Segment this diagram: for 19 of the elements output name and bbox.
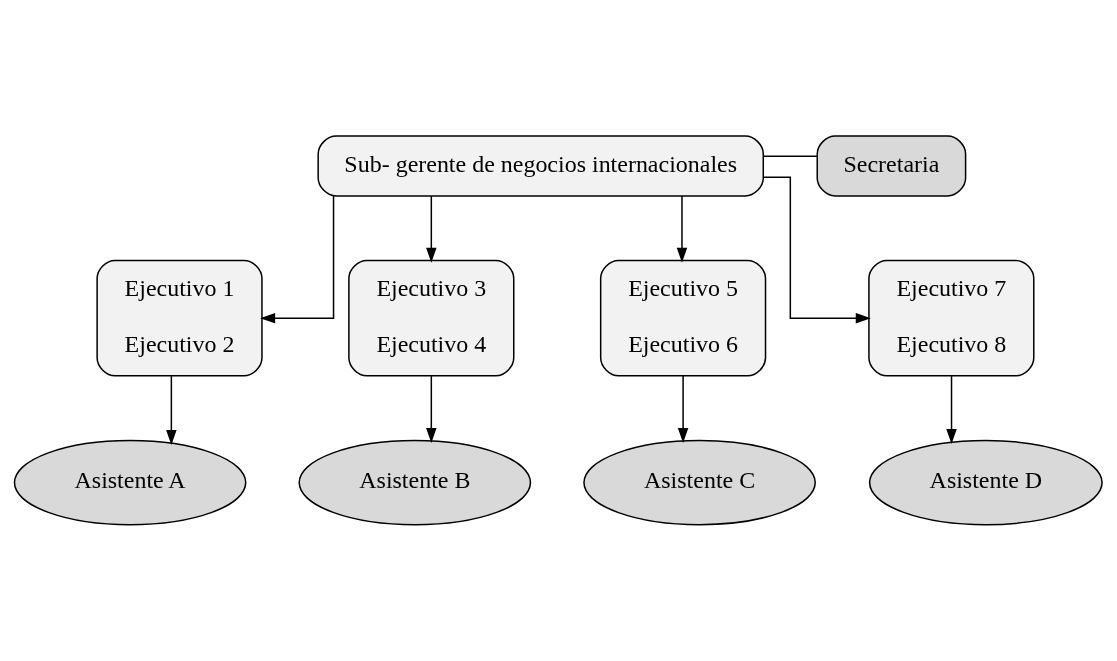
connector [762,155,818,158]
arrow [946,375,957,444]
node-box: Sub- gerente de negocios internacionales [317,135,765,197]
node-box: Ejecutivo 1 Ejecutivo 2 [96,259,263,377]
node-ellipse: Asistente D [868,439,1103,526]
arrow [676,195,688,263]
node-box: Ejecutivo 5 Ejecutivo 6 [599,259,767,377]
node-box: Secretaria [816,135,967,197]
arrow [677,375,689,443]
node-box: Ejecutivo 3 Ejecutivo 4 [348,259,515,377]
arrow [166,375,177,445]
node-ellipse: Asistente B [298,439,532,526]
arrow [426,375,437,443]
node-box: Ejecutivo 7 Ejecutivo 8 [868,259,1035,377]
node-ellipse: Asistente A [13,439,247,526]
arrow [762,176,871,324]
arrow [426,195,437,263]
node-ellipse: Asistente C [583,439,816,526]
arrow [260,195,335,324]
